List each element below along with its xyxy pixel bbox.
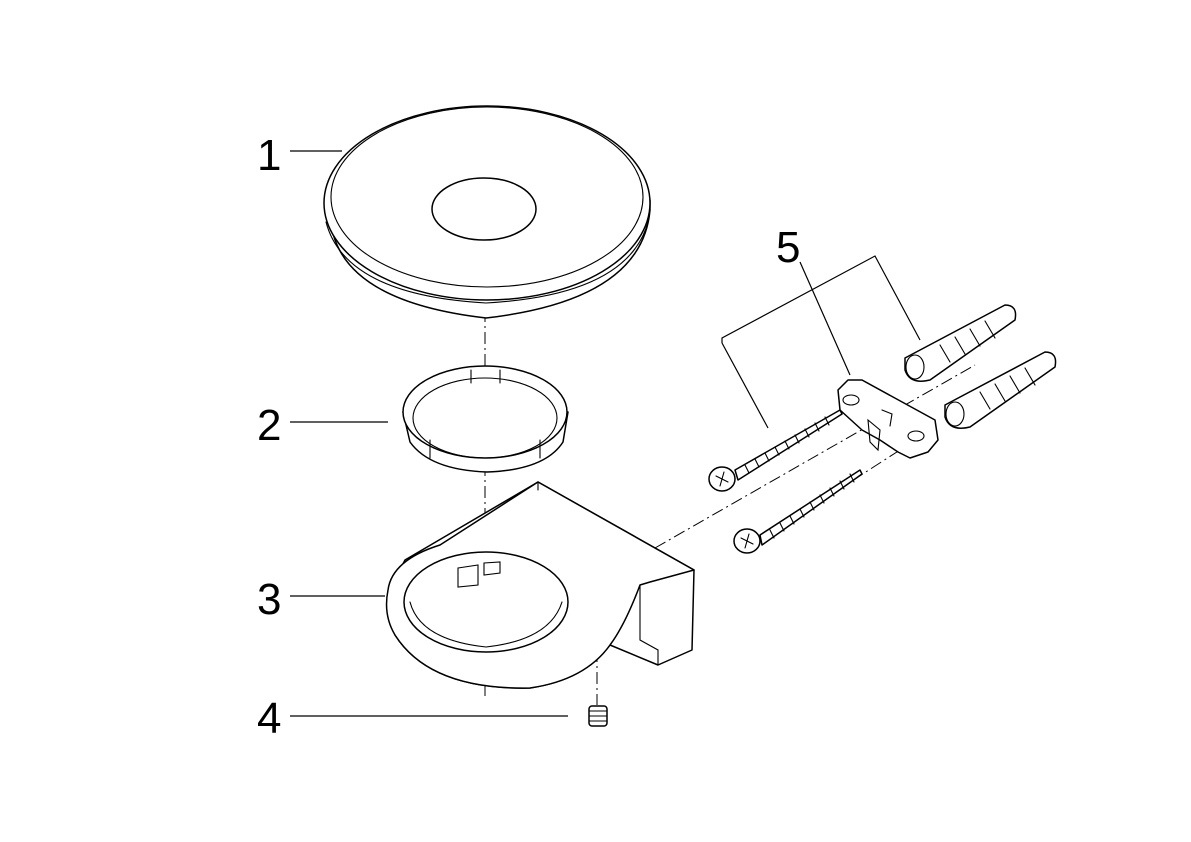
- mounting-kit: [708, 304, 1057, 554]
- leader-lines: [290, 150, 921, 717]
- set-screw: [588, 705, 608, 727]
- callout-3: 3: [257, 575, 281, 624]
- callout-4: 4: [257, 694, 281, 743]
- soap-dish: [323, 105, 651, 319]
- callout-2: 2: [257, 401, 281, 450]
- callout-1: 1: [257, 131, 281, 180]
- callout-5: 5: [776, 223, 800, 272]
- holder-bracket: [385, 481, 695, 689]
- retaining-ring: [402, 365, 569, 473]
